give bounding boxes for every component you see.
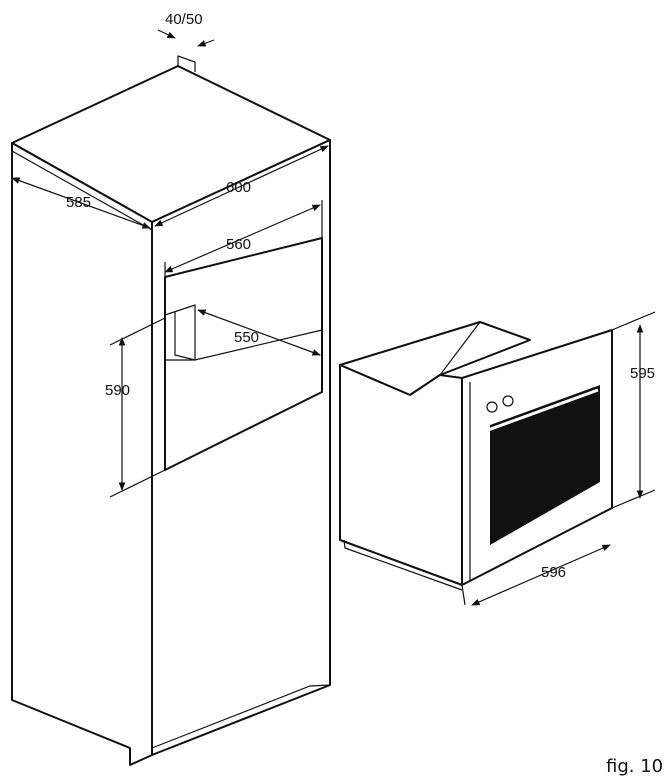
dim-niche-width-label: 560 [226,236,251,253]
oven-knob-icon [486,401,498,413]
cabinet-back-strip [177,55,196,72]
dim-oven-height-label: 595 [630,365,655,382]
cabinet [11,55,331,766]
oven-body-side [339,364,463,586]
figure-caption: fig. 10 [606,756,663,777]
dim-niche-height-label: 590 [105,382,130,399]
oven-door-window [490,385,600,545]
oven-door-handle [487,388,599,432]
oven [339,321,613,591]
dim-niche-depth-label: 550 [234,329,259,346]
dim-oven-width-label: 596 [541,564,566,581]
dim-cabinet-width-label: 600 [226,179,251,196]
dim-gap-label: 40/50 [165,11,203,28]
oven-knob-icon [502,395,514,407]
dim-cabinet-depth-label: 585 [66,194,91,211]
dimension-lines [11,29,656,606]
cabinet-left-face [11,142,153,766]
